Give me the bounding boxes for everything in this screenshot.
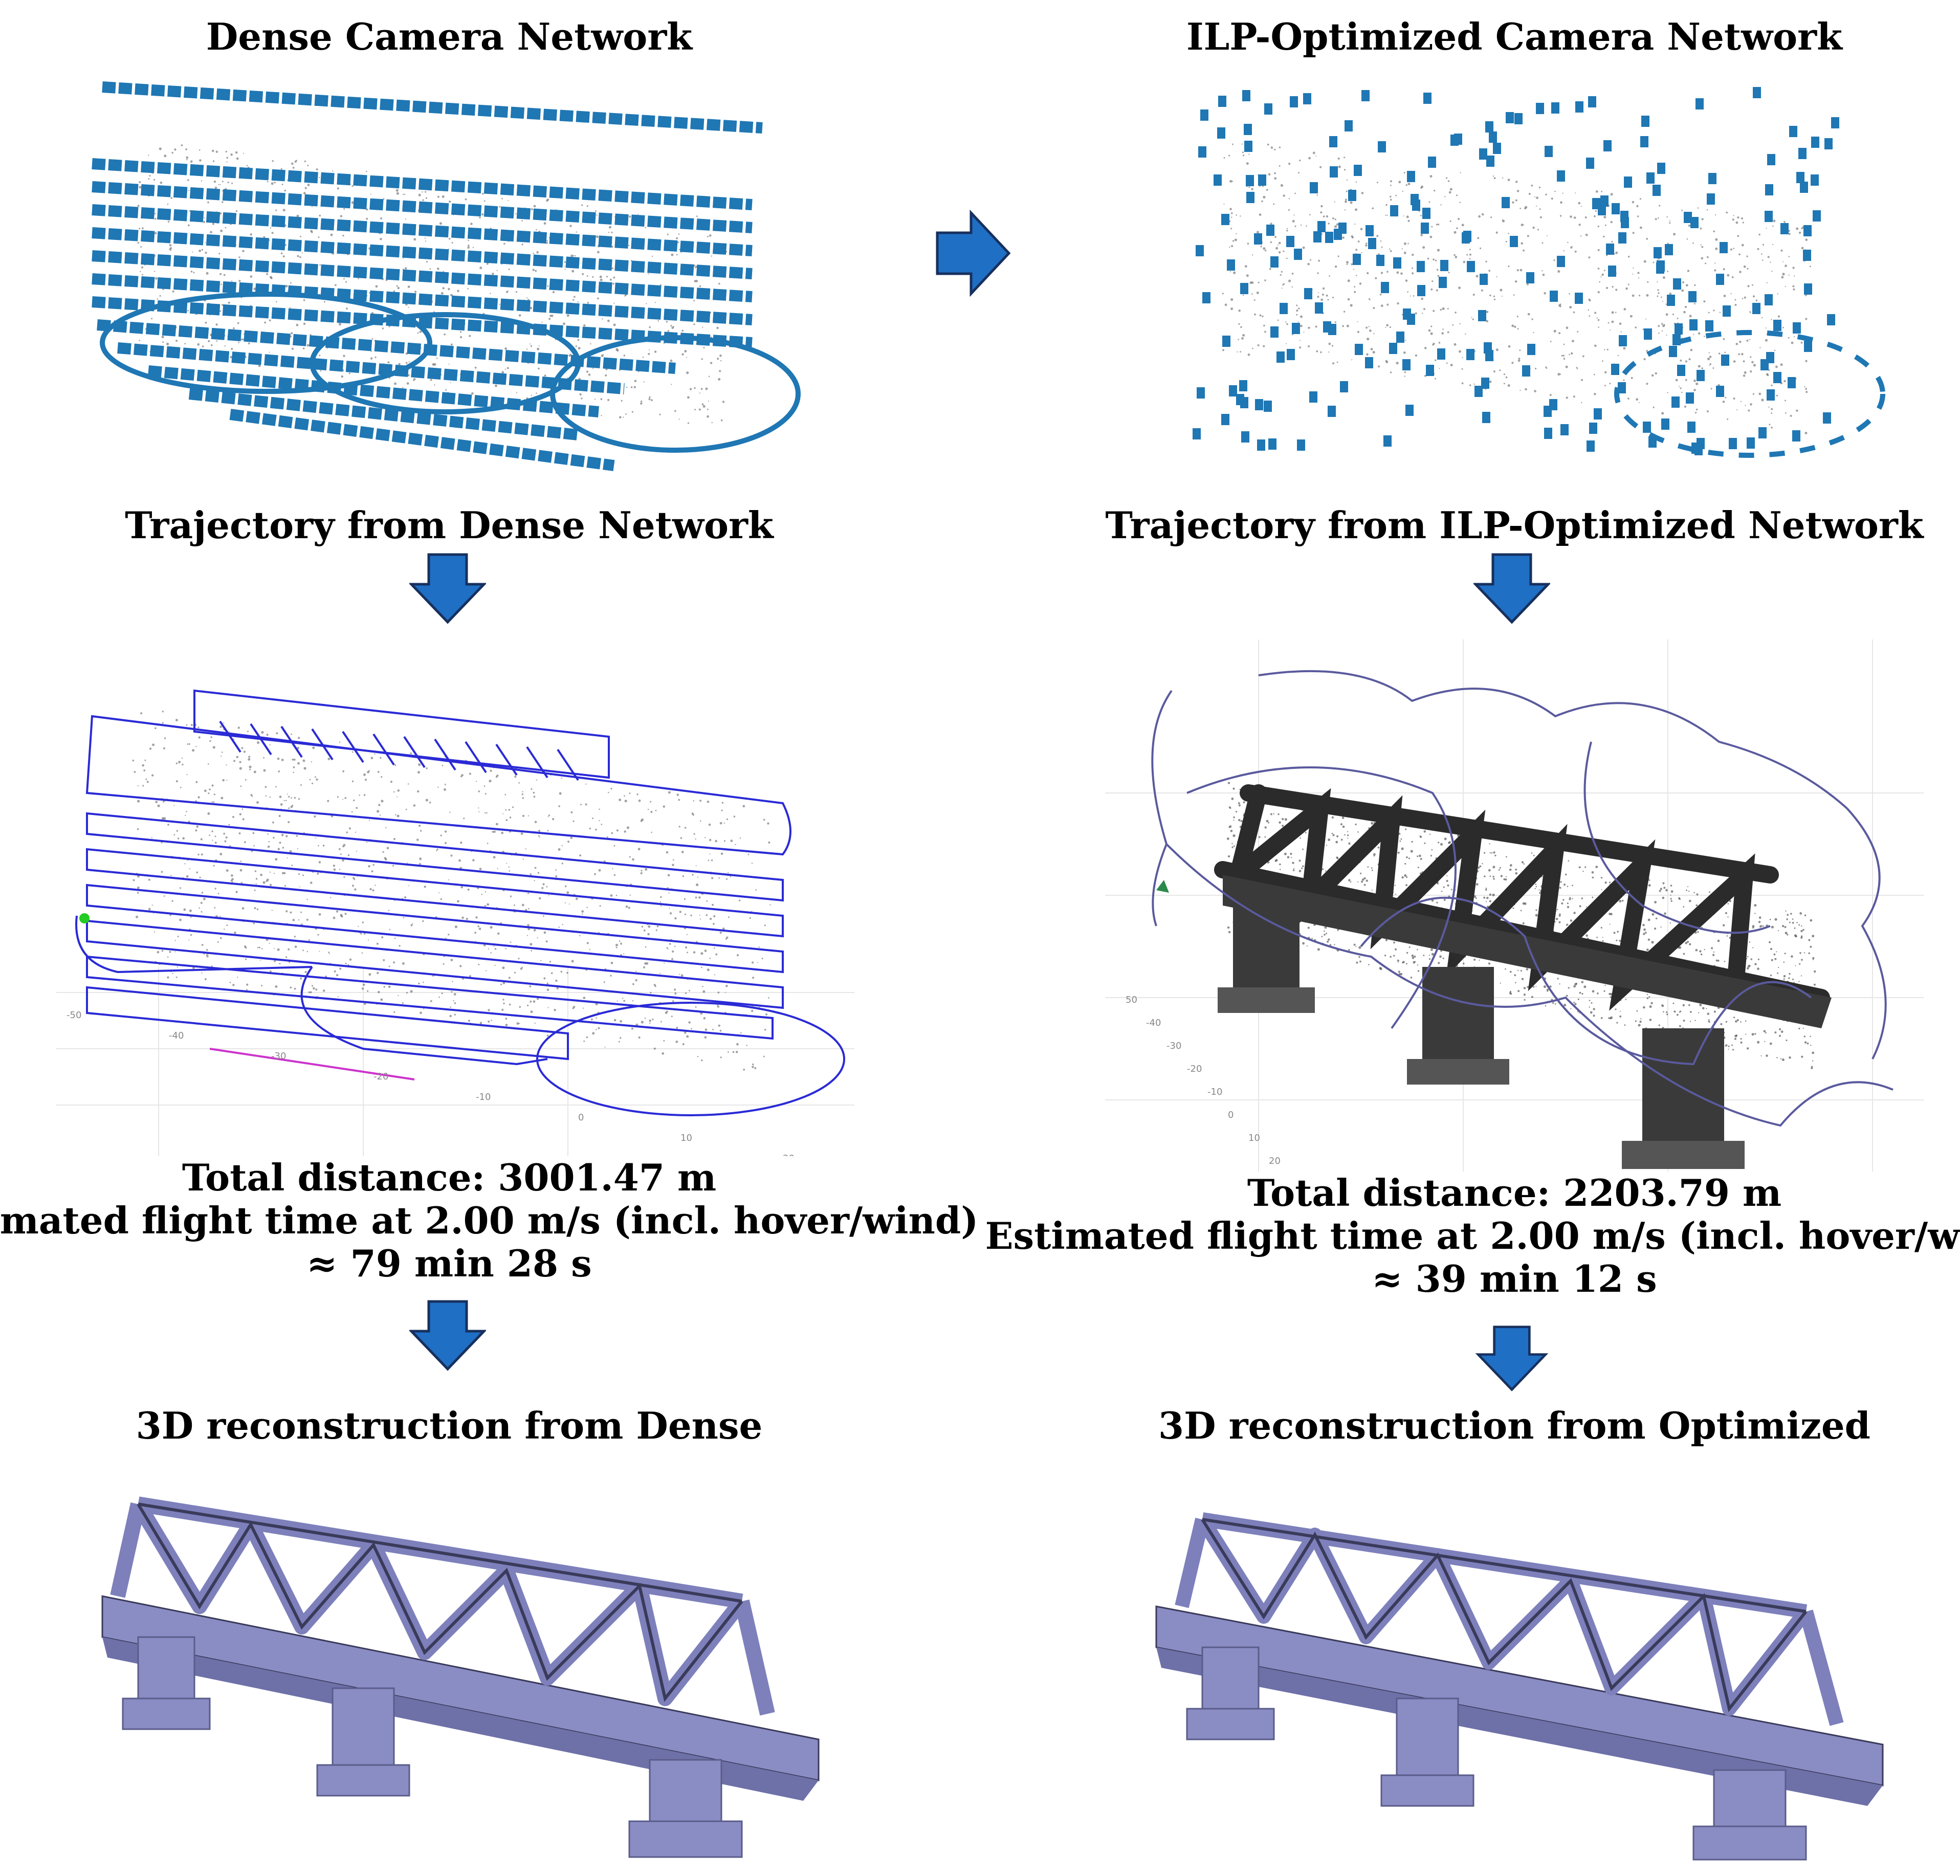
- arrow-down-icon: [1475, 1326, 1549, 1392]
- dense-reconstruction-image: [101, 1496, 820, 1858]
- optimized-reconstruction-image: [1155, 1512, 1884, 1861]
- axis-tick-label: 20: [1269, 1156, 1281, 1166]
- arrow-down-icon: [409, 553, 486, 624]
- total-distance: Total distance: 2203.79 m: [1247, 1171, 1782, 1215]
- axis-tick-label: 10: [680, 1133, 692, 1143]
- axis-tick-label: 20: [783, 1153, 795, 1156]
- dense-network-title: Dense Camera Network: [206, 15, 693, 58]
- start-marker: [79, 913, 90, 923]
- bridge-mesh: [1155, 1512, 1884, 1861]
- arrow-down-icon: [1473, 553, 1550, 624]
- axis-tick-label: 0: [1228, 1110, 1234, 1120]
- estimated-flight-time-label: Estimated flight time at 2.00 m/s (incl.…: [985, 1214, 1960, 1257]
- axis-tick-label: 10: [1248, 1133, 1260, 1143]
- axis-tick-label: -50: [67, 1010, 81, 1021]
- axis-tick-label: -30: [271, 1051, 286, 1062]
- point-cloud: [1222, 143, 1812, 434]
- flight-path: [75, 689, 845, 1116]
- axis-tick-label: -30: [1166, 1041, 1181, 1051]
- axis-tick-label: -40: [1146, 1018, 1161, 1028]
- axis-tick-label: 0: [578, 1112, 584, 1123]
- axis-tick-label: -10: [476, 1092, 491, 1102]
- optimized-trajectory-title: Trajectory from ILP-Optimized Network: [1105, 503, 1924, 547]
- sparse-cameras: [1193, 87, 1839, 455]
- camera-rows: [92, 81, 763, 471]
- dense-camera-network-image: [92, 81, 801, 471]
- optimized-reconstruction-title: 3D reconstruction from Optimized: [1158, 1404, 1870, 1447]
- estimated-flight-time-value: ≈ 79 min 28 s: [306, 1242, 592, 1285]
- optimized-trajectory-stats: Total distance: 2203.79 m Estimated flig…: [985, 1172, 1960, 1300]
- dense-trajectory-plot: -50 -40 -30 -20 -10 0 10 20: [56, 689, 854, 1156]
- dense-reconstruction-title: 3D reconstruction from Dense: [136, 1404, 763, 1447]
- optimized-camera-network-image: [1193, 87, 1885, 458]
- bridge-mesh: [101, 1496, 820, 1858]
- axis-tick-label: 50: [1126, 995, 1137, 1005]
- axis-tick-label: -40: [169, 1030, 184, 1041]
- start-marker: [1156, 880, 1169, 893]
- flight-path: [1151, 670, 1893, 1127]
- total-distance: Total distance: 3001.47 m: [182, 1156, 717, 1199]
- dense-trajectory-stats: Total distance: 3001.47 m Estimated flig…: [0, 1156, 978, 1285]
- arrow-right-icon: [936, 210, 1011, 297]
- axis-tick-label: -10: [1207, 1087, 1222, 1097]
- dense-trajectory-title: Trajectory from Dense Network: [125, 503, 774, 547]
- axis-tick-label: -20: [373, 1071, 388, 1082]
- optimized-trajectory-plot: 50 -40 -30 -20 -10 0 10 20: [1105, 639, 1924, 1172]
- axis-tick-label: -20: [1187, 1064, 1202, 1074]
- arrow-down-icon: [409, 1300, 486, 1371]
- estimated-flight-time-value: ≈ 39 min 12 s: [1372, 1257, 1657, 1300]
- optimized-network-title: ILP-Optimized Camera Network: [1186, 15, 1843, 58]
- estimated-flight-time-label: Estimated flight time at 2.00 m/s (incl.…: [0, 1199, 979, 1242]
